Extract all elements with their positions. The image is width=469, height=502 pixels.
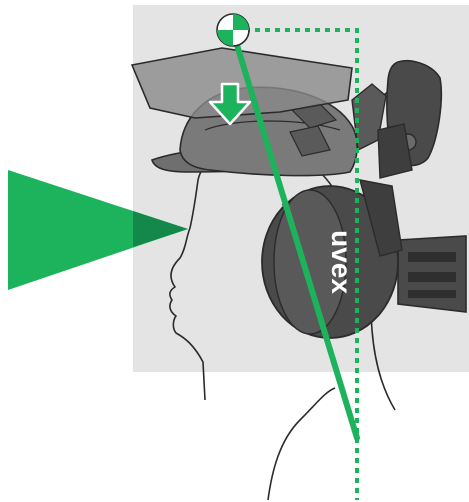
strap-slot (408, 290, 456, 298)
neck-outline (268, 388, 335, 500)
brand-label: uvex (326, 230, 357, 294)
strap-slot (408, 252, 456, 262)
strap-slot (408, 272, 456, 282)
pivot-marker-icon (217, 14, 249, 46)
